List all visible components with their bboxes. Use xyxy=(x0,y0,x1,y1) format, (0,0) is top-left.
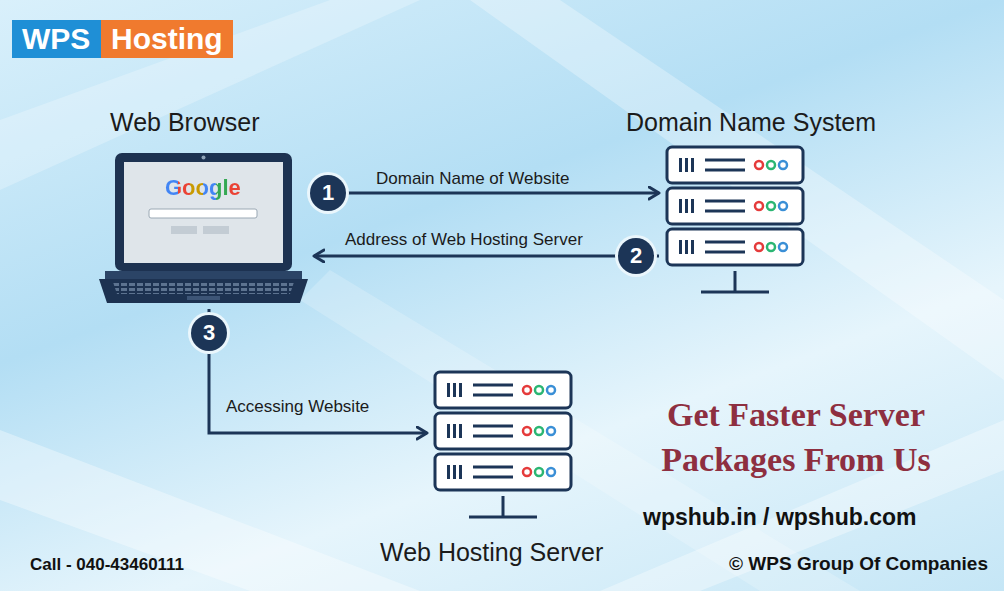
copyright-text: © WPS Group Of Companies xyxy=(729,553,988,575)
edge-label: Accessing Website xyxy=(226,397,369,417)
server-illustration xyxy=(665,145,805,298)
callout-number: 2 xyxy=(618,238,654,274)
logo-box: Hosting xyxy=(101,20,233,58)
logo-text: WPS xyxy=(12,20,100,58)
promo-text: Get Faster Server Packages From Us xyxy=(636,392,956,482)
screen-logo: Google xyxy=(165,175,241,201)
server-stack: Domain Name System xyxy=(665,145,805,298)
edge-label: Domain Name of Website xyxy=(376,169,569,189)
node-heading: Web Hosting Server xyxy=(380,538,603,567)
phone-text: Call - 040-43460111 xyxy=(30,555,184,575)
node-heading: Domain Name System xyxy=(626,108,876,137)
node-heading: Web Browser xyxy=(110,108,260,137)
connector-arrow xyxy=(209,309,427,433)
callout-number: 1 xyxy=(310,175,346,211)
logo-box: WPS xyxy=(12,20,101,58)
edge-label: Address of Web Hosting Server xyxy=(345,230,583,250)
logo-text: Hosting xyxy=(101,20,233,58)
connector-arrow xyxy=(314,192,659,195)
callout-number: 3 xyxy=(191,315,227,351)
browser-laptop: Web BrowserGoogle xyxy=(97,153,310,305)
server-illustration xyxy=(433,370,573,523)
server-stack: Web Hosting Server xyxy=(433,370,573,523)
connector-arrow xyxy=(314,255,659,258)
website-text: wpshub.in / wpshub.com xyxy=(643,504,916,531)
